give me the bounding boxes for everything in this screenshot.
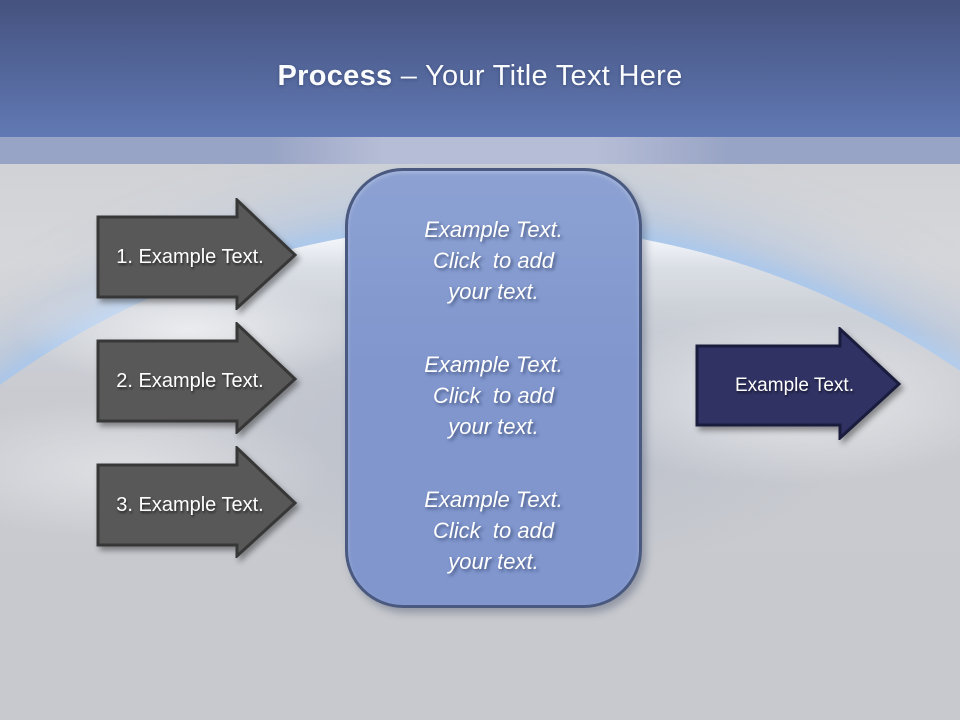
step-2-label: 2. Example Text. xyxy=(116,369,264,392)
step-1-label: 1. Example Text. xyxy=(116,245,264,268)
title-bar: Process – Your Title Text Here xyxy=(0,0,960,137)
process-step-2[interactable]: 2. Example Text. xyxy=(96,322,298,434)
title-keyword: Process xyxy=(277,60,393,92)
step-3-label: 3. Example Text. xyxy=(116,493,264,516)
page-title[interactable]: Process – Your Title Text Here xyxy=(277,44,682,93)
placeholder-text-block-2[interactable]: Example Text. Click to add your text. xyxy=(424,352,563,439)
process-step-3[interactable]: 3. Example Text. xyxy=(96,446,298,558)
output-arrow-label: Example Text. xyxy=(735,374,854,396)
process-step-1[interactable]: 1. Example Text. xyxy=(96,198,298,310)
placeholder-text-block-1[interactable]: Example Text. Click to add your text. xyxy=(424,217,563,304)
output-arrow[interactable]: Example Text. xyxy=(695,327,902,440)
text-placeholder-box[interactable]: Example Text. Click to add your text. Ex… xyxy=(345,168,642,608)
title-text: – Your Title Text Here xyxy=(392,60,683,92)
placeholder-text-block-3[interactable]: Example Text. Click to add your text. xyxy=(424,487,563,574)
accent-band xyxy=(0,137,960,164)
